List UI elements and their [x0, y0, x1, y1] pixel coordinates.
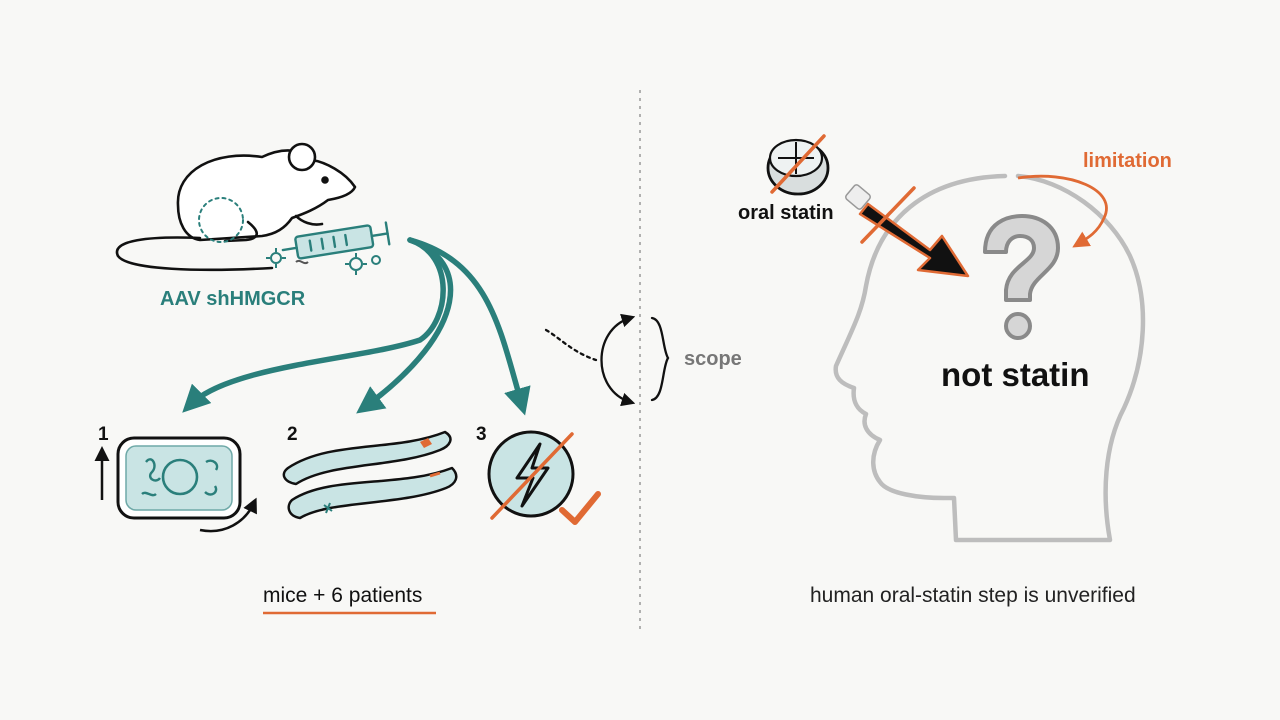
step-1-number: 1 [98, 424, 109, 445]
step-3-number: 3 [476, 424, 487, 445]
step-2-tissue-icon [282, 430, 458, 520]
scope-bracket [544, 313, 670, 407]
bottom-caption: human oral-statin step is unverified [810, 584, 1136, 607]
arrow-to-step-3 [407, 237, 531, 416]
syringe-icon [281, 221, 391, 260]
mouse-icon [115, 142, 357, 272]
pill-label: oral statin [738, 202, 834, 224]
step-1-cell-icon [94, 436, 257, 533]
pill-icon [766, 134, 830, 196]
head-label: not statin [941, 356, 1090, 393]
vector-label: AAV shHMGCR [160, 288, 306, 310]
scope-label: scope [684, 348, 742, 370]
arrow-to-step-1 [182, 237, 446, 413]
check-icon [559, 491, 601, 525]
limitation-arrow [1017, 174, 1108, 248]
delivery-arrow-icon [845, 184, 970, 278]
summary-label: mice + 6 patients [263, 584, 423, 607]
branch-arrows [182, 237, 531, 416]
head-outline-icon [833, 173, 1146, 543]
virus-particles-icon [266, 248, 381, 275]
step-3-activity-icon [487, 430, 601, 525]
step-2-number: 2 [287, 424, 298, 445]
question-mark-icon [983, 214, 1060, 340]
limitation-label: limitation [1083, 150, 1172, 172]
